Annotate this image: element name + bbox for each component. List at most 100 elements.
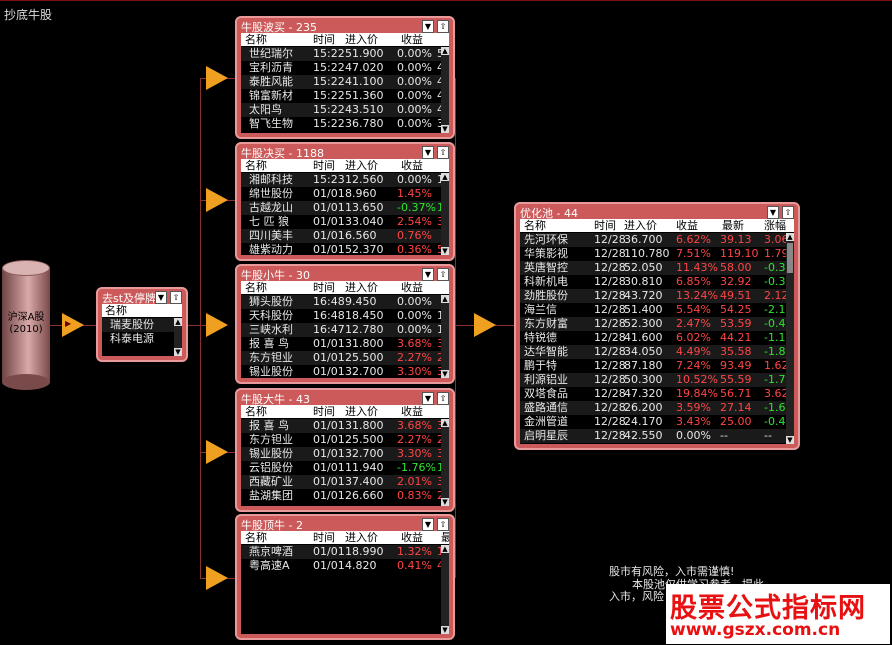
dropdown-icon[interactable]: ▼ (422, 146, 434, 159)
scrollbar[interactable]: ▲▼ (441, 295, 449, 378)
dropdown-icon[interactable]: ▼ (422, 518, 434, 531)
cell-name: 东方财富 (524, 317, 568, 330)
scroll-down-icon[interactable]: ▼ (441, 125, 449, 133)
list-item[interactable]: 科泰电源 (110, 332, 154, 345)
flow-arrow-icon[interactable] (206, 566, 228, 590)
scroll-up-icon[interactable]: ▲ (441, 545, 449, 553)
list-item[interactable]: 瑞麦股份 (102, 318, 182, 332)
scroll-up-icon[interactable]: ▲ (441, 47, 449, 55)
filter-panel[interactable]: 去st及停牌 ▼⇧ 名称 瑞麦股份 科泰电源 ▲▼ (96, 287, 188, 362)
scroll-up-icon[interactable]: ▲ (441, 173, 449, 181)
dropdown-icon[interactable]: ▼ (422, 392, 434, 405)
flow-arrow-icon[interactable] (206, 440, 228, 464)
flow-arrow-icon[interactable]: ▶ (62, 313, 84, 337)
flow-arrow-icon[interactable] (206, 66, 228, 90)
cell-latest: 2 (437, 433, 444, 447)
scrollbar[interactable]: ▲▼ (786, 233, 794, 444)
dropdown-icon[interactable]: ▼ (422, 20, 434, 33)
scrollbar[interactable]: ▲▼ (174, 318, 182, 356)
maximize-icon[interactable]: ⇧ (437, 20, 449, 33)
dropdown-icon[interactable]: ▼ (767, 206, 779, 219)
scroll-down-icon[interactable]: ▼ (441, 247, 449, 255)
scroll-up-icon[interactable]: ▲ (174, 318, 182, 326)
maximize-icon[interactable]: ⇧ (437, 268, 449, 281)
flow-arrow-icon[interactable] (206, 313, 228, 337)
data-source-cylinder[interactable]: 沪深A股 (2010) (2, 260, 50, 390)
flow-arrow-icon[interactable] (474, 313, 496, 337)
scroll-down-icon[interactable]: ▼ (441, 370, 449, 378)
scroll-down-icon[interactable]: ▼ (441, 626, 449, 634)
scroll-up-icon[interactable]: ▲ (441, 419, 449, 427)
cell-gain: 3.59% (676, 401, 711, 414)
dropdown-icon[interactable]: ▼ (155, 291, 167, 304)
scroll-up-icon[interactable]: ▲ (786, 233, 794, 241)
scrollbar[interactable]: ▲▼ (441, 545, 449, 634)
scrollbar[interactable]: ▲▼ (441, 419, 449, 506)
maximize-icon[interactable]: ⇧ (170, 291, 182, 304)
cell-name: 粤高速A (249, 559, 290, 572)
scroll-down-icon[interactable]: ▼ (174, 348, 182, 356)
maximize-icon[interactable]: ⇧ (437, 392, 449, 405)
scrollbar[interactable]: ▲▼ (441, 173, 449, 255)
maximize-icon[interactable]: ⇧ (437, 518, 449, 531)
col-header: 名称 (245, 531, 267, 544)
scroll-up-icon[interactable]: ▲ (441, 295, 449, 303)
maximize-icon[interactable]: ⇧ (782, 206, 794, 219)
flow-arrow-icon[interactable] (206, 188, 228, 212)
cell-name: 华策影视 (524, 247, 568, 260)
connector (455, 78, 456, 578)
maximize-icon[interactable]: ⇧ (437, 146, 449, 159)
dropdown-icon[interactable]: ▼ (422, 268, 434, 281)
scroll-down-icon[interactable]: ▼ (441, 498, 449, 506)
scroll-down-icon[interactable]: ▼ (786, 436, 794, 444)
scrollbar[interactable]: ▲▼ (441, 47, 449, 133)
